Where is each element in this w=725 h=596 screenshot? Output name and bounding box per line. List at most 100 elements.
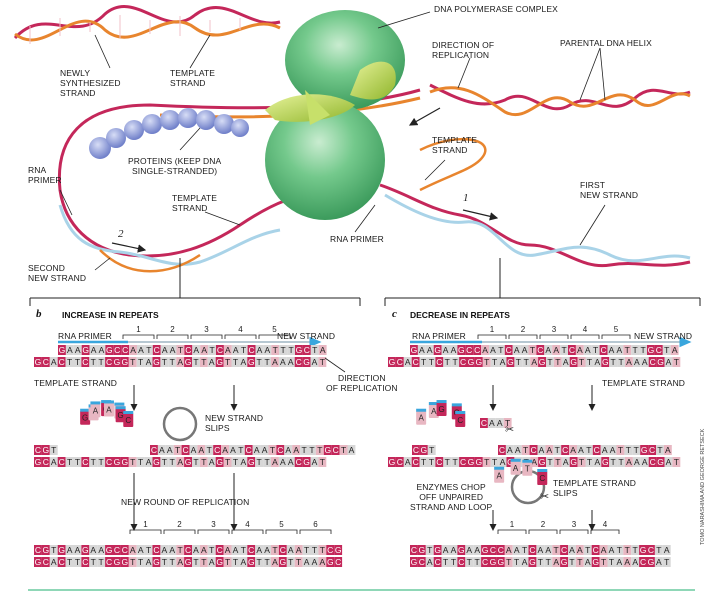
base-letter: A xyxy=(642,357,648,367)
base-cell xyxy=(260,445,269,455)
base-letter: T xyxy=(492,457,497,467)
base-letter: A xyxy=(98,545,104,555)
base-cell xyxy=(583,345,592,355)
base-letter: A xyxy=(285,445,291,455)
base-letter: A xyxy=(209,357,215,367)
base-cell xyxy=(528,545,537,555)
base-cell xyxy=(255,457,264,467)
base-letter: A xyxy=(595,357,601,367)
base-cell xyxy=(310,345,319,355)
base-cell xyxy=(433,345,442,355)
base-cell xyxy=(192,345,201,355)
base-cell xyxy=(465,545,474,555)
base-cell xyxy=(176,545,185,555)
base-letter: T xyxy=(296,557,301,567)
base-cell xyxy=(231,457,240,467)
base-letter: C xyxy=(59,457,65,467)
base-cell xyxy=(417,557,426,567)
base-letter: T xyxy=(341,445,346,455)
base-letter: C xyxy=(397,457,403,467)
base-letter: T xyxy=(427,545,432,555)
base-letter: T xyxy=(618,357,623,367)
base-letter: G xyxy=(43,545,50,555)
base-cell xyxy=(640,357,649,367)
base-letter: T xyxy=(146,545,151,555)
base-cell xyxy=(481,557,489,567)
base-cell xyxy=(113,345,122,355)
base-cell xyxy=(403,357,412,367)
base-letter: C xyxy=(327,545,333,555)
base-cell xyxy=(625,357,633,367)
base-cell xyxy=(216,345,224,355)
base-cell xyxy=(271,357,279,367)
base-letter: G xyxy=(641,445,648,455)
base-letter: G xyxy=(122,457,129,467)
base-letter: T xyxy=(304,545,309,555)
base-cell xyxy=(388,357,396,367)
base-letter: A xyxy=(451,345,457,355)
base-letter: C xyxy=(114,545,120,555)
base-cell xyxy=(113,457,121,467)
base-cell xyxy=(105,545,113,555)
base-letter: T xyxy=(484,457,489,467)
base-letter: G xyxy=(185,357,192,367)
base-cell xyxy=(473,545,482,555)
base-cell xyxy=(184,345,193,355)
base-cell xyxy=(207,357,216,367)
base-letter: T xyxy=(664,557,669,567)
base-cell xyxy=(278,557,287,567)
base-cell xyxy=(411,357,420,367)
base-letter: T xyxy=(317,445,322,455)
direction-leader xyxy=(324,357,346,373)
base-letter: A xyxy=(577,545,583,555)
top-illustration xyxy=(13,5,701,306)
base-cell xyxy=(647,557,655,567)
base-letter: T xyxy=(201,557,206,567)
base-cell xyxy=(176,457,185,467)
loop-base-letter: G xyxy=(118,411,124,420)
base-cell xyxy=(286,457,295,467)
base-letter: T xyxy=(233,557,238,567)
base-letter: A xyxy=(569,545,575,555)
base-cell xyxy=(294,357,303,367)
base-cell xyxy=(89,557,98,567)
base-cell xyxy=(552,345,561,355)
base-cell xyxy=(192,357,200,367)
base-cell xyxy=(520,345,529,355)
base-letter: A xyxy=(626,457,632,467)
base-letter: G xyxy=(434,545,441,555)
base-cell xyxy=(136,557,145,567)
base-letter: G xyxy=(216,357,223,367)
base-cell xyxy=(215,545,224,555)
base-letter: G xyxy=(59,345,66,355)
base-letter: T xyxy=(138,357,143,367)
base-letter: C xyxy=(277,445,283,455)
base-cell xyxy=(473,345,482,355)
base-cell xyxy=(278,457,287,467)
base-letter: A xyxy=(51,457,57,467)
base-cell xyxy=(286,357,295,367)
base-letter: G xyxy=(114,557,121,567)
base-cell xyxy=(207,457,216,467)
base-letter: A xyxy=(257,345,263,355)
base-cell xyxy=(34,445,42,455)
base-cell xyxy=(487,418,496,428)
base-letter: C xyxy=(474,345,480,355)
base-cell xyxy=(607,545,616,555)
base-cell xyxy=(295,345,303,355)
base-cell xyxy=(144,457,153,467)
base-letter: G xyxy=(35,357,42,367)
base-letter: G xyxy=(648,345,655,355)
base-cell xyxy=(318,345,327,355)
base-cell xyxy=(585,357,594,367)
base-letter: A xyxy=(514,345,520,355)
repeat-bracket xyxy=(528,529,558,534)
repeat-number: 2 xyxy=(541,520,546,529)
base-letter: C xyxy=(106,357,112,367)
base-letter: T xyxy=(587,357,592,367)
base-letter: T xyxy=(99,357,104,367)
base-cell xyxy=(521,445,530,455)
base-letter: A xyxy=(146,457,152,467)
base-cell xyxy=(425,345,434,355)
base-cell xyxy=(326,557,335,567)
